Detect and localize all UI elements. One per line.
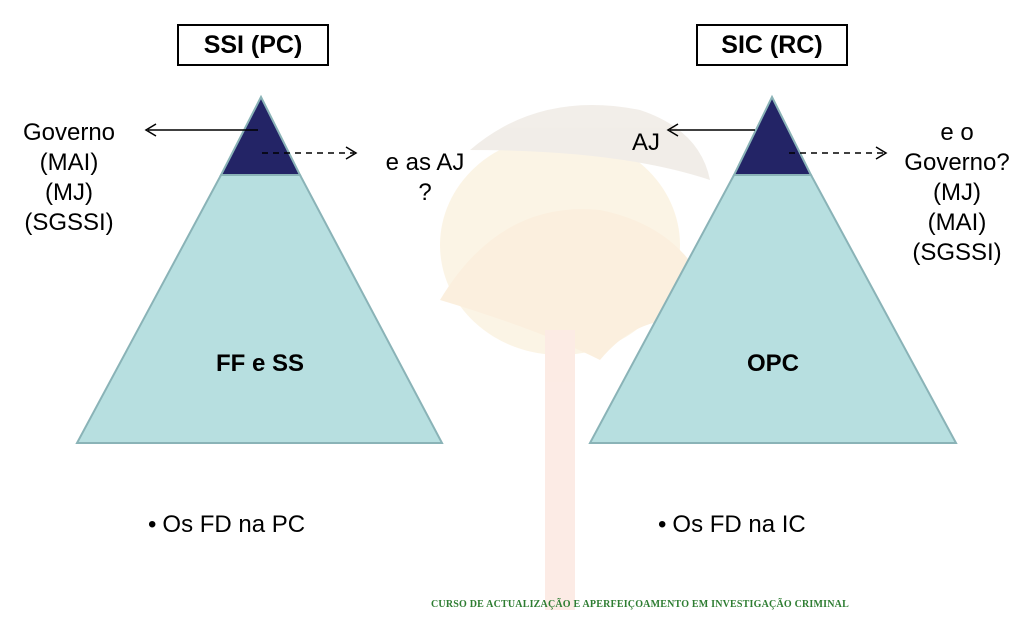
left-aj-line: e as AJ: [385, 149, 465, 176]
right-governo-line: (MAI): [927, 209, 987, 236]
left-governo-label: Governo (MAI) (MJ) (SGSSI): [4, 118, 134, 238]
right-governo-label: e o Governo? (MJ) (MAI) (SGSSI): [892, 118, 1022, 268]
right-panel-title: SIC (RC): [696, 24, 848, 66]
left-aj-line: ?: [418, 179, 432, 206]
right-bullet-item: •Os FD na IC: [658, 510, 806, 540]
left-bullet-item: •Os FD na PC: [148, 510, 305, 540]
course-footer: CURSO DE ACTUALIZAÇÃO E APERFEIÇOAMENTO …: [431, 599, 849, 610]
left-governo-line: (MAI): [39, 149, 99, 176]
left-governo-line: (SGSSI): [24, 209, 114, 236]
right-governo-line: (SGSSI): [912, 239, 1002, 266]
right-governo-line: e o: [940, 119, 974, 146]
right-pyramid-base-label: OPC: [746, 350, 799, 377]
left-aj-label: e as AJ ?: [360, 148, 490, 208]
right-pyramid-top: [732, 94, 813, 176]
right-governo-line: (MJ): [933, 179, 981, 206]
bullet-dot: •: [658, 511, 667, 538]
left-bullet-text: Os FD na PC: [162, 511, 306, 538]
left-panel-title: SSI (PC): [177, 24, 329, 66]
left-governo-line: Governo: [22, 119, 116, 146]
right-governo-line: Governo?: [904, 149, 1010, 176]
right-aj-label: AJ: [631, 129, 660, 156]
bullet-dot: •: [148, 511, 157, 538]
left-pyramid-base-label: FF e SS: [215, 350, 305, 377]
left-pyramid-top: [219, 94, 302, 176]
right-bullet-text: Os FD na IC: [672, 511, 806, 538]
left-governo-line: (MJ): [45, 179, 93, 206]
